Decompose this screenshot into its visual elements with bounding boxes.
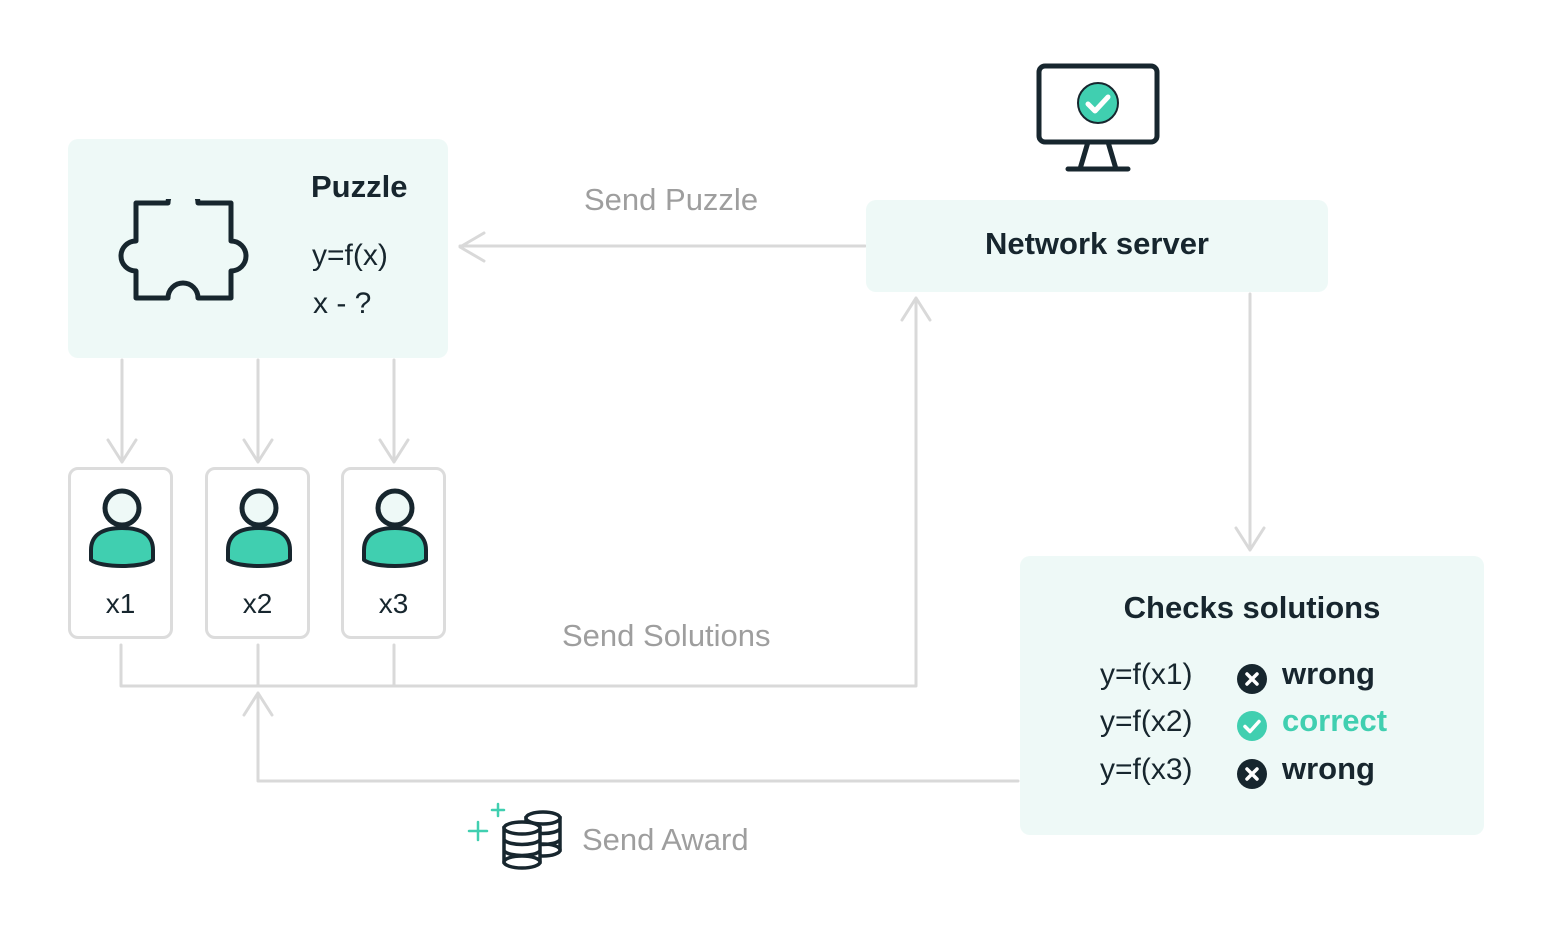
user-card-x3: x3 bbox=[341, 467, 446, 639]
send-award-arrow bbox=[242, 691, 1020, 783]
user-icon bbox=[89, 488, 155, 568]
user-icon bbox=[226, 488, 292, 568]
checks-solutions-box: Checks solutions y=f(x1) wrong y=f(x2) c… bbox=[1020, 556, 1484, 835]
result-expression: y=f(x3) bbox=[1100, 753, 1193, 786]
network-server-title: Network server bbox=[984, 226, 1209, 261]
result-status: wrong bbox=[1282, 751, 1375, 786]
user-card-x1: x1 bbox=[68, 467, 173, 639]
puzzle-to-x1-arrow bbox=[106, 358, 138, 464]
send-solutions-label: Send Solutions bbox=[562, 618, 771, 653]
user-label: x1 bbox=[105, 588, 136, 619]
user-label: x3 bbox=[378, 588, 409, 619]
user-label: x2 bbox=[242, 588, 273, 619]
puzzle-to-x3-arrow bbox=[378, 358, 410, 464]
send-solutions-arrow bbox=[119, 296, 932, 688]
server-to-checks-arrow bbox=[1234, 292, 1266, 552]
send-puzzle-label: Send Puzzle bbox=[584, 182, 759, 217]
send-award-label: Send Award bbox=[582, 822, 749, 857]
puzzle-piece-icon bbox=[118, 199, 249, 301]
result-expression: y=f(x1) bbox=[1100, 658, 1193, 691]
x-circle-icon bbox=[1237, 664, 1267, 694]
result-expression: y=f(x2) bbox=[1100, 705, 1193, 738]
puzzle-equation: y=f(x) bbox=[312, 239, 388, 272]
checks-solutions-title: Checks solutions bbox=[1123, 590, 1381, 625]
result-status: wrong bbox=[1282, 656, 1375, 691]
puzzle-question: x - ? bbox=[313, 287, 372, 320]
monitor-check-icon bbox=[1036, 63, 1160, 172]
puzzle-to-x2-arrow bbox=[242, 358, 274, 464]
puzzle-box: Puzzle y=f(x) x - ? bbox=[68, 139, 448, 358]
puzzle-title: Puzzle bbox=[311, 169, 408, 204]
user-icon bbox=[362, 488, 428, 568]
coins-sparkle-icon bbox=[467, 802, 562, 870]
user-card-x2: x2 bbox=[205, 467, 310, 639]
x-circle-icon bbox=[1237, 759, 1267, 789]
send-puzzle-arrow bbox=[458, 231, 867, 263]
check-circle-icon bbox=[1237, 711, 1267, 741]
network-server-box: Network server bbox=[866, 200, 1328, 292]
result-status: correct bbox=[1282, 703, 1388, 738]
